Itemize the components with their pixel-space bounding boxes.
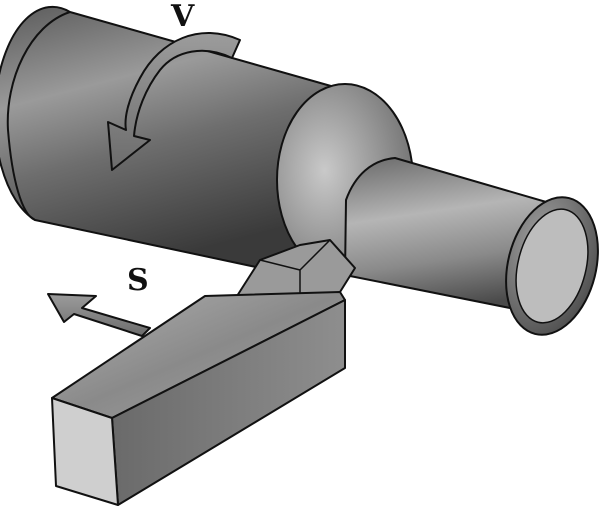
feed-arrow	[47, 293, 151, 337]
cutting-tool-end-face	[51, 397, 119, 506]
cutting-speed-label: V	[171, 0, 195, 34]
large-cylinder-end-rim	[6, 11, 71, 221]
rotation-arrow	[107, 32, 241, 171]
feed-label: S	[127, 263, 149, 298]
